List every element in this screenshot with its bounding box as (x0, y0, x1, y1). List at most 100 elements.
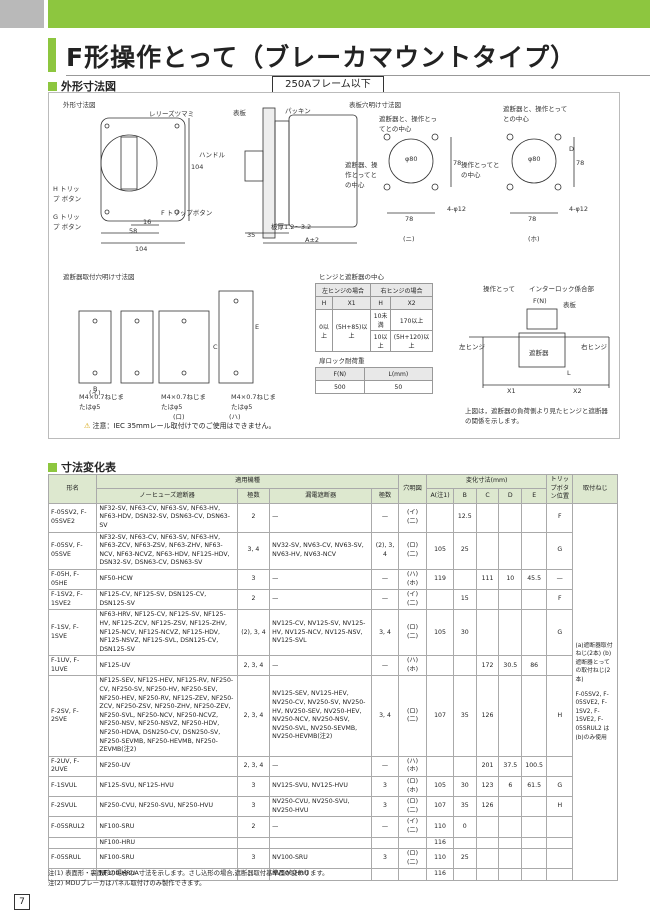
hinge-h-b: 10以上 (370, 330, 392, 352)
row-d: 10 (498, 568, 523, 591)
th-screw: 取付ねじ (572, 474, 618, 504)
row-b: 30 (452, 775, 477, 798)
row-nofuse: NF32-SV, NF63-CV, NF63-SV, NF63-HV, NF63… (96, 531, 238, 570)
screw-hole-ni-1 (383, 133, 391, 141)
outline-panel: 外形寸法図 表板穴明け寸法図 レリーズツマミ 表板 パッキン ハンドル H トリ… (48, 92, 620, 439)
front-handle (120, 136, 138, 190)
row-trip: F (546, 589, 574, 611)
dim-35: 35 (247, 231, 256, 239)
row-e (521, 816, 548, 838)
center-d: 操作とってとの中心 (461, 161, 500, 179)
row-c: 111 (475, 568, 500, 591)
row-trip: F (546, 502, 574, 533)
row-d (498, 675, 523, 757)
lock-val-l: 50 (363, 380, 434, 394)
row-earth: NV32-SV, NV63-CV, NV63-SV, NV63-HV, NV63… (269, 531, 373, 570)
row-poles-2 (371, 836, 399, 850)
row-nofuse: NF125-UV (96, 655, 238, 677)
side-packing (274, 120, 290, 226)
interlock-fn: F(N) (533, 297, 547, 305)
row-model: F-1SVUL (47, 775, 98, 798)
row-e (521, 848, 548, 870)
section-outline: 外形寸法図 (48, 78, 116, 94)
row-e (521, 589, 548, 611)
row-nofuse: NF63-HRV, NF125-CV, NF125-SV, NF125-HV, … (96, 609, 238, 657)
row-c (475, 531, 500, 570)
row-e (521, 502, 548, 533)
interlock-l: L (567, 369, 571, 377)
row-nofuse: NF125-SVU, NF125-HVU (96, 775, 238, 798)
panel-hole-ho (511, 138, 557, 184)
row-poles-2: 3 (371, 848, 399, 870)
row-a: 110 (426, 848, 454, 870)
label-ro: (ロ) (173, 413, 185, 421)
th-trip: トリップボタン位置 (546, 474, 574, 504)
row-b (452, 755, 477, 778)
row-model: F-05SV2, F-05SVE2 (47, 502, 98, 533)
page-number: 7 (14, 894, 30, 910)
row-b: 0 (452, 816, 477, 838)
th-b: B (452, 488, 477, 504)
row-trip: G (546, 609, 574, 657)
m4-i: M4×0.7ねじまたはφ5 (79, 393, 125, 411)
row-poles-1: 2 (236, 502, 271, 533)
row-a (426, 655, 454, 677)
section-marker (48, 82, 57, 91)
row-hole: (ロ) (二) (397, 609, 428, 657)
dim-78-ni-h: 78 (405, 215, 414, 223)
row-c (475, 836, 500, 850)
lock-col-l: L(mm) (363, 367, 434, 381)
row-e: 45.5 (521, 568, 548, 591)
lock-title: 扉ロック耐荷重 (319, 357, 365, 365)
row-e (521, 836, 548, 850)
hinge-h-a: 10未満 (370, 309, 392, 331)
title-accent (48, 38, 56, 72)
lock-col-f: F(N) (315, 367, 365, 381)
row-a (426, 755, 454, 778)
row-a (426, 502, 454, 533)
row-d (498, 816, 523, 838)
interlock-right-hinge: 右ヒンジ (581, 343, 607, 351)
row-earth: NV100-SRU (269, 848, 373, 870)
row-hole: (イ) (二) (397, 502, 428, 533)
row-earth: NV100-HRU (269, 868, 373, 881)
row-b (452, 655, 477, 677)
row-a: 119 (426, 568, 454, 591)
row-poles-2: 3, 4 (371, 609, 399, 657)
th-e: E (521, 488, 548, 504)
row-earth: — (269, 589, 373, 611)
lock-val-f: 500 (315, 380, 365, 394)
row-a: 116 (426, 868, 454, 881)
screw-hole-ni-3 (383, 183, 391, 191)
row-earth: — (269, 655, 373, 677)
screw-hole-ni-2 (431, 133, 439, 141)
row-poles-2: 3 (371, 796, 399, 818)
front-screw-4 (174, 209, 180, 215)
row-trip: G (546, 531, 574, 570)
front-handle-ring (100, 134, 158, 192)
row-hole: (ロ) (二) (397, 531, 428, 570)
row-b (452, 868, 477, 881)
dim-78-ni-v: 78 (453, 159, 462, 167)
hinge-col-x1: X1 (332, 296, 372, 310)
note-1: 注(1) 表面形・裏面形の場合のA寸法を示します。さし込形の場合,遮断器取付基準… (48, 870, 329, 877)
row-d (498, 502, 523, 533)
row-poles-1 (236, 836, 271, 850)
front-screw-2 (174, 123, 180, 129)
row-b: 30 (452, 609, 477, 657)
row-c (475, 848, 500, 870)
row-model: F-05SRUL2 (47, 816, 98, 838)
row-poles-2: 3 (371, 775, 399, 798)
row-d (498, 609, 523, 657)
row-model: F-2SV, F-2SVE (47, 675, 98, 757)
row-poles-1 (236, 868, 271, 881)
row-model: F-1SV, F-1SVE (47, 609, 98, 657)
